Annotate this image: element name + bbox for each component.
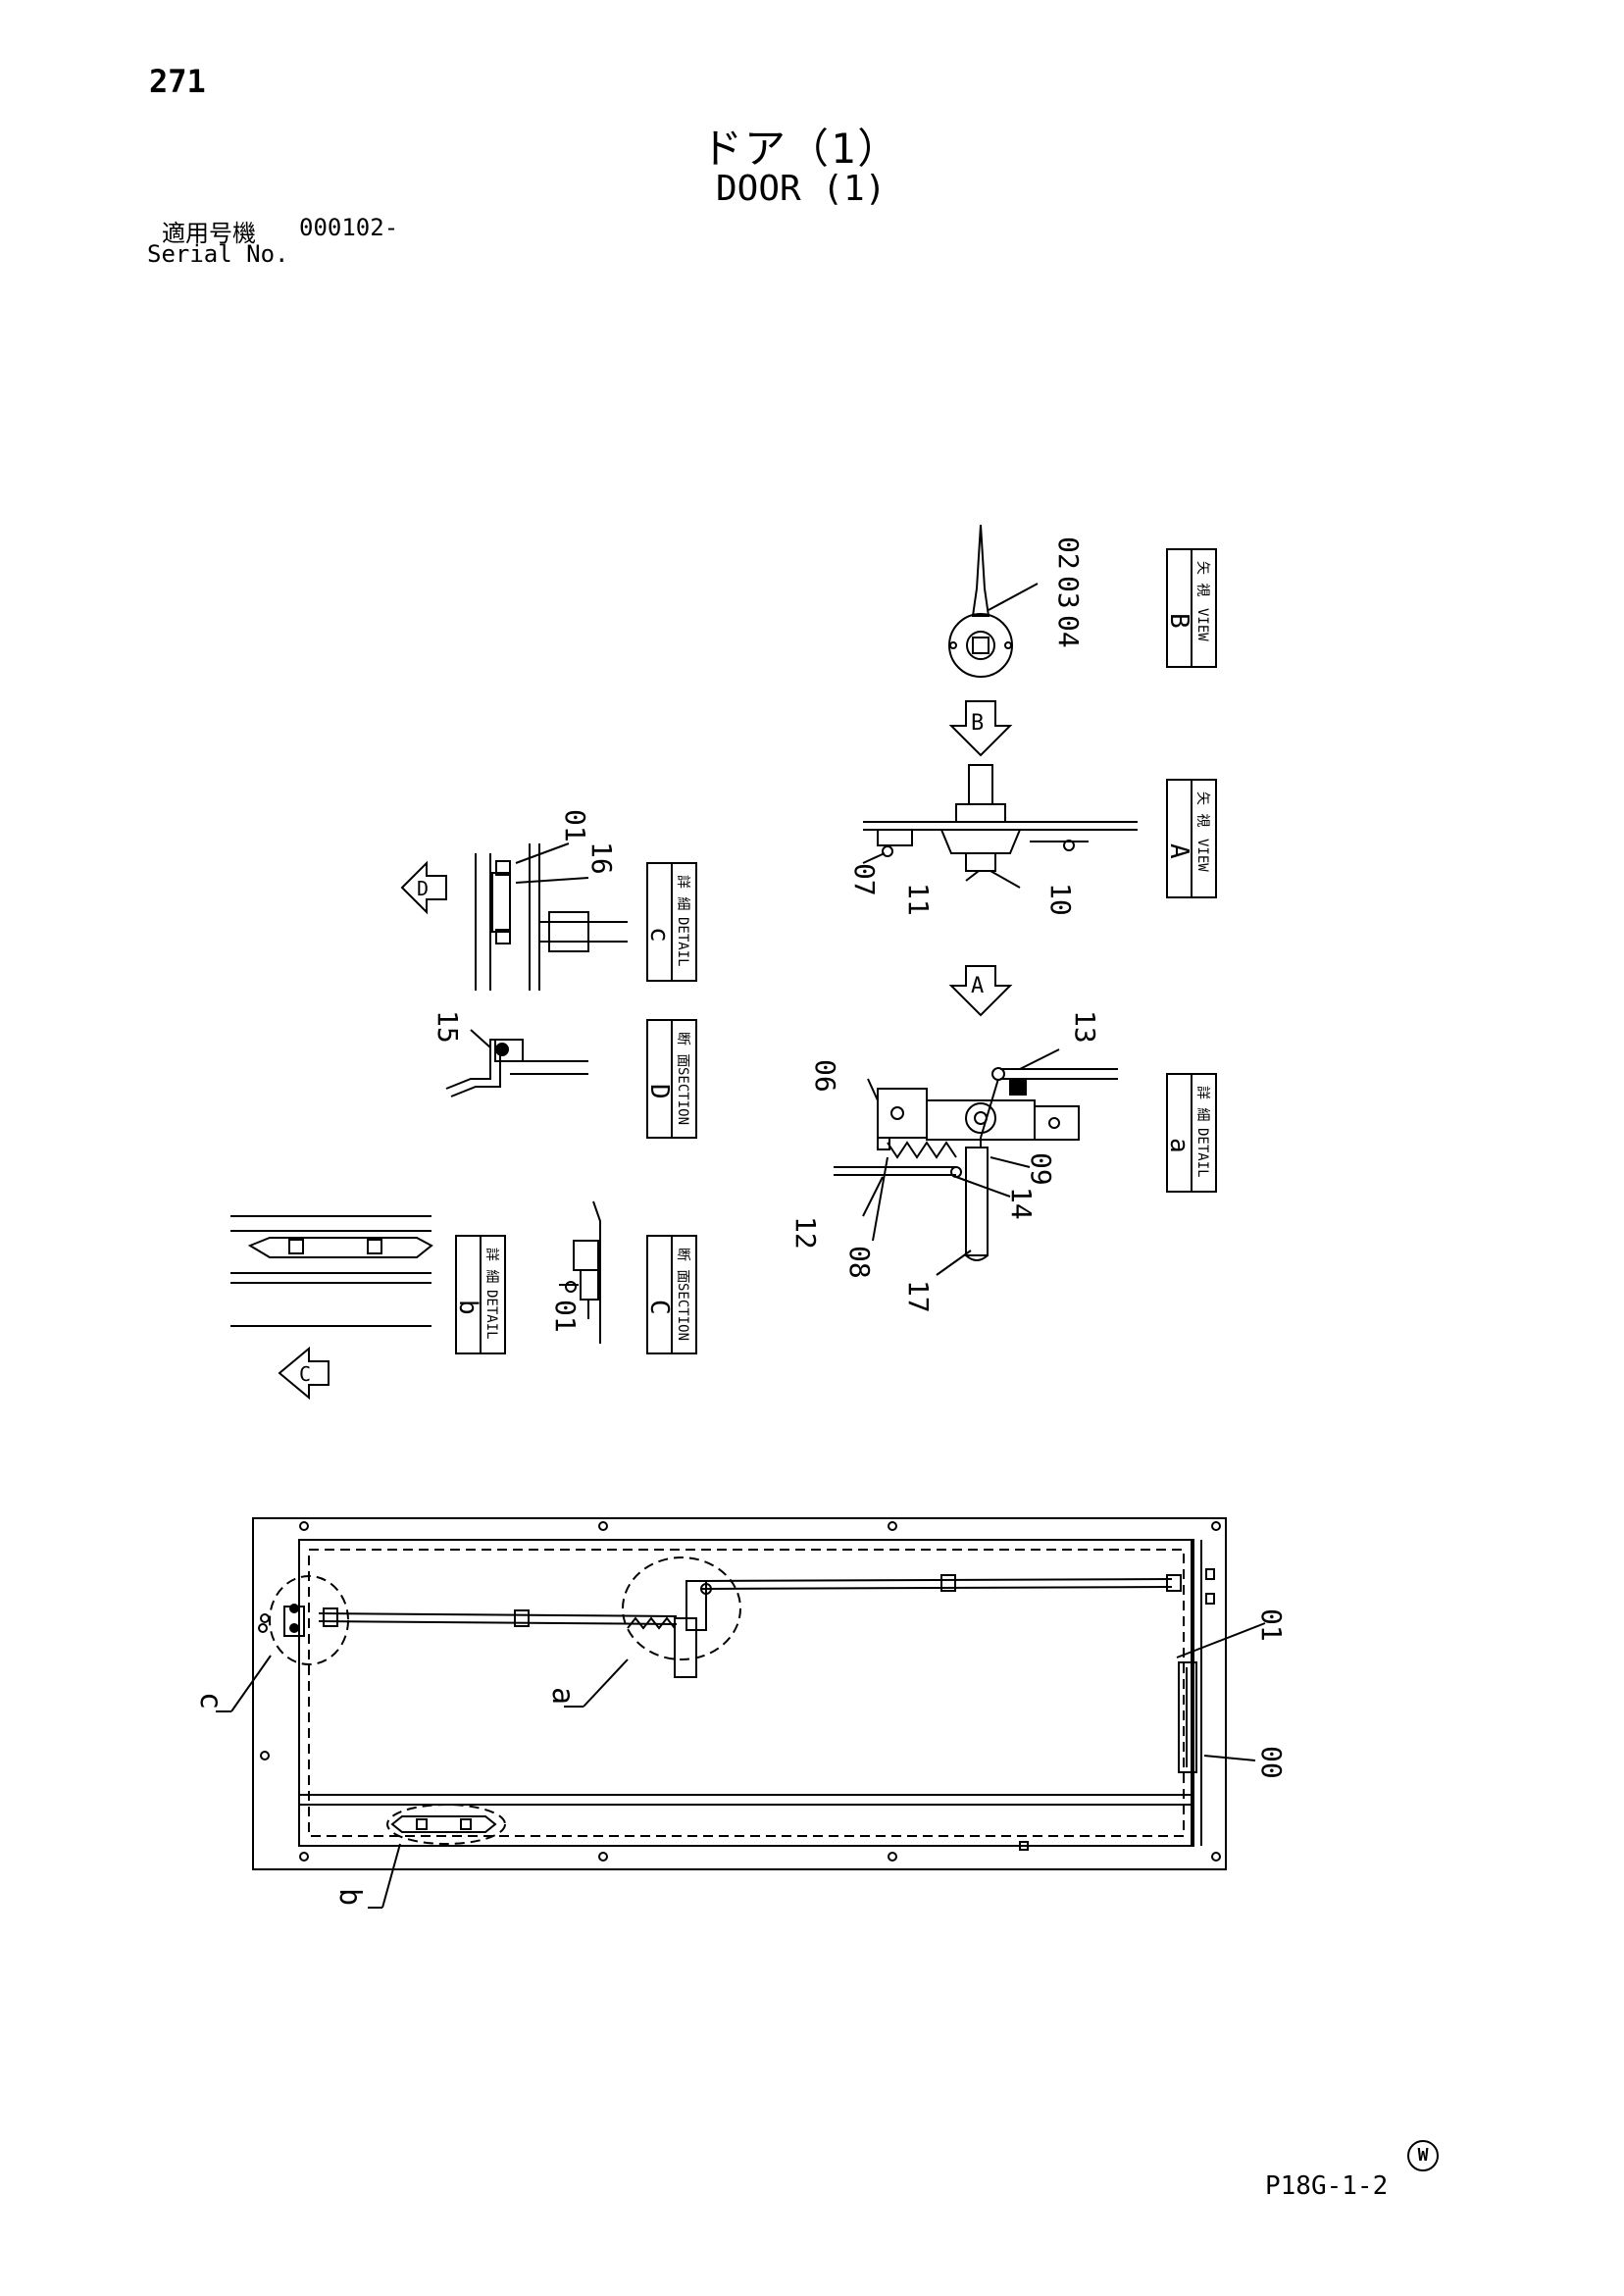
part-label-10: 10 [1044, 883, 1077, 916]
detail-c-assembly: 01 16 [475, 809, 628, 991]
serial-value: 000102- [299, 214, 399, 241]
detail-c-letter: c [644, 927, 674, 943]
part-label-09: 09 [1025, 1152, 1057, 1186]
door-leaders [216, 1622, 1266, 1909]
detail-b-jp: 詳 細 [483, 1248, 499, 1283]
part-label-02-detail-c: 01 [559, 809, 591, 842]
section-d-jp: 断 面 [675, 1032, 690, 1067]
part-label-08: 08 [843, 1246, 876, 1279]
section-c-assembly: 01 [549, 1200, 601, 1344]
part-label-06: 06 [809, 1059, 841, 1093]
section-c-box: 断 面 SECTION C [644, 1235, 697, 1354]
detail-c-en: DETAIL [675, 917, 690, 967]
view-b-en: VIEW [1194, 608, 1210, 641]
part-label-04: 03 [1052, 576, 1085, 609]
section-c-en: SECTION [675, 1283, 690, 1341]
part-label-03: 02 [1052, 536, 1085, 570]
detail-a-assembly: 06 13 09 14 12 08 17 [789, 1010, 1118, 1313]
serial-label-japanese: 適用号機 [162, 220, 256, 247]
part-label-11: 11 [902, 883, 935, 916]
view-a-en: VIEW [1194, 839, 1210, 872]
part-label-15: 15 [431, 1010, 464, 1044]
detail-b-assembly [230, 1215, 433, 1327]
section-c-letter: C [644, 1300, 674, 1315]
part-label-13: 13 [1069, 1010, 1101, 1044]
section-d-en: SECTION [675, 1067, 690, 1125]
section-d-assembly: 15 [431, 1010, 588, 1097]
page-number: 271 [149, 63, 206, 100]
arrow-d-letter: D [417, 877, 429, 900]
arrow-a-icon: A [948, 965, 1013, 1017]
door-callouts [269, 1556, 741, 1845]
callout-label-a: a [545, 1687, 580, 1705]
view-a-letter: A [1164, 843, 1193, 859]
view-a-jp: 矢 視 [1194, 791, 1210, 827]
view-a-mechanism: 07 11 10 [848, 764, 1138, 916]
arrow-b-icon: B [948, 700, 1013, 757]
manufacturer-mark-icon: W [1407, 2140, 1439, 2171]
callout-label-b: b [332, 1888, 367, 1906]
part-label-12: 12 [789, 1216, 822, 1250]
view-a-box: 矢 視 VIEW A [1164, 779, 1217, 898]
detail-c-jp: 詳 細 [675, 875, 690, 910]
callout-label-c: c [193, 1692, 228, 1709]
detail-a-letter: a [1164, 1138, 1193, 1153]
callout-circle-b [386, 1804, 506, 1845]
title-japanese: ドア（1） [701, 125, 901, 173]
part-label-07: 07 [848, 863, 881, 896]
detail-b-box: 詳 細 DETAIL b [453, 1235, 506, 1354]
part-label-05: 04 [1052, 615, 1085, 648]
reference-code: P18G-1-2 [1265, 2171, 1389, 2201]
part-label-17: 17 [902, 1280, 935, 1313]
detail-a-box: 詳 細 DETAIL a [1164, 1073, 1217, 1193]
part-label-01: 01 [1255, 1608, 1288, 1642]
part-label-14: 14 [1005, 1187, 1038, 1220]
detail-a-en: DETAIL [1194, 1128, 1210, 1178]
section-d-box: 断 面 SECTION D [644, 1019, 697, 1139]
arrow-c-letter: C [299, 1362, 311, 1386]
detail-b-letter: b [453, 1300, 482, 1315]
door-main [252, 1517, 1227, 1870]
view-b-box: 矢 視 VIEW B [1164, 548, 1217, 668]
section-c-jp: 断 面 [675, 1248, 690, 1283]
arrow-d-icon: D [400, 860, 447, 915]
callout-circle-a [622, 1556, 741, 1660]
part-label-16: 16 [585, 842, 618, 875]
title-english: DOOR (1) [716, 169, 887, 209]
view-b-jp: 矢 視 [1194, 561, 1210, 596]
detail-c-box: 詳 細 DETAIL c [644, 862, 697, 982]
part-label-02-section-c: 01 [549, 1300, 582, 1333]
section-d-letter: D [644, 1084, 674, 1099]
serial-label-english: Serial No. [147, 240, 289, 268]
view-b-letter: B [1164, 613, 1193, 629]
arrow-b-letter: B [971, 711, 984, 736]
arrow-c-icon: C [278, 1346, 330, 1401]
callout-circle-c [269, 1575, 349, 1665]
view-b-handle: 02 03 04 [948, 524, 1085, 678]
detail-a-jp: 詳 細 [1194, 1086, 1210, 1121]
detail-b-en: DETAIL [483, 1290, 499, 1340]
arrow-a-letter: A [971, 974, 984, 998]
part-label-00: 00 [1255, 1746, 1288, 1779]
